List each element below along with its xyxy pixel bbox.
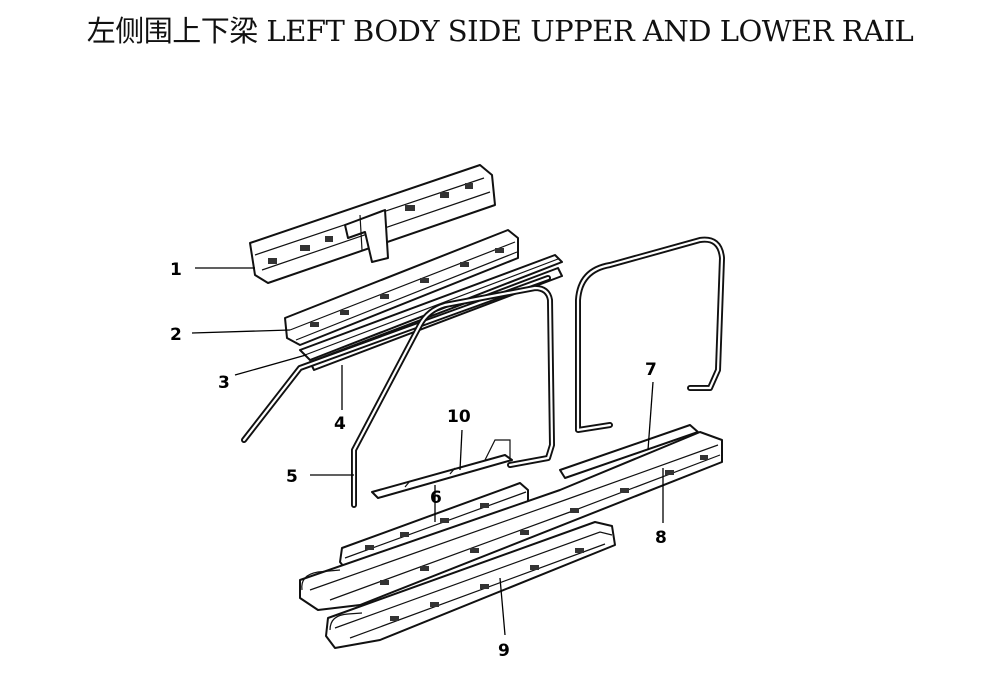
leader-9 (499, 577, 506, 636)
leader-lines (191, 267, 664, 636)
leader-7 (647, 381, 654, 451)
diagram-title: 左侧围上下梁 LEFT BODY SIDE UPPER AND LOWER RA… (86, 14, 914, 48)
part-10-reinforcement (371, 439, 513, 499)
callout-9: 9 (498, 641, 510, 661)
part-7-rear-door-seal (575, 236, 725, 433)
callout-3: 3 (218, 373, 230, 393)
part-8-outer-rocker-panel (299, 424, 723, 611)
leader-3 (234, 354, 307, 376)
callout-6: 6 (430, 488, 442, 508)
part-2-upper-side-rail (284, 229, 519, 346)
leader-10 (459, 429, 463, 471)
leader-2 (191, 329, 291, 334)
part-9-lower-rocker (325, 521, 616, 649)
callout-7: 7 (645, 360, 657, 380)
callout-1: 1 (170, 260, 182, 280)
part-1-upper-rail-bracket (249, 164, 496, 284)
callout-labels: 1 2 3 4 5 6 7 8 9 10 (170, 260, 667, 661)
part-4-front-weatherstrip (241, 275, 551, 443)
part-5-front-door-seal (351, 285, 555, 508)
callout-8: 8 (655, 528, 667, 548)
callout-10: 10 (447, 407, 471, 427)
callout-4: 4 (334, 414, 346, 434)
callout-2: 2 (170, 325, 182, 345)
callout-5: 5 (286, 467, 298, 487)
